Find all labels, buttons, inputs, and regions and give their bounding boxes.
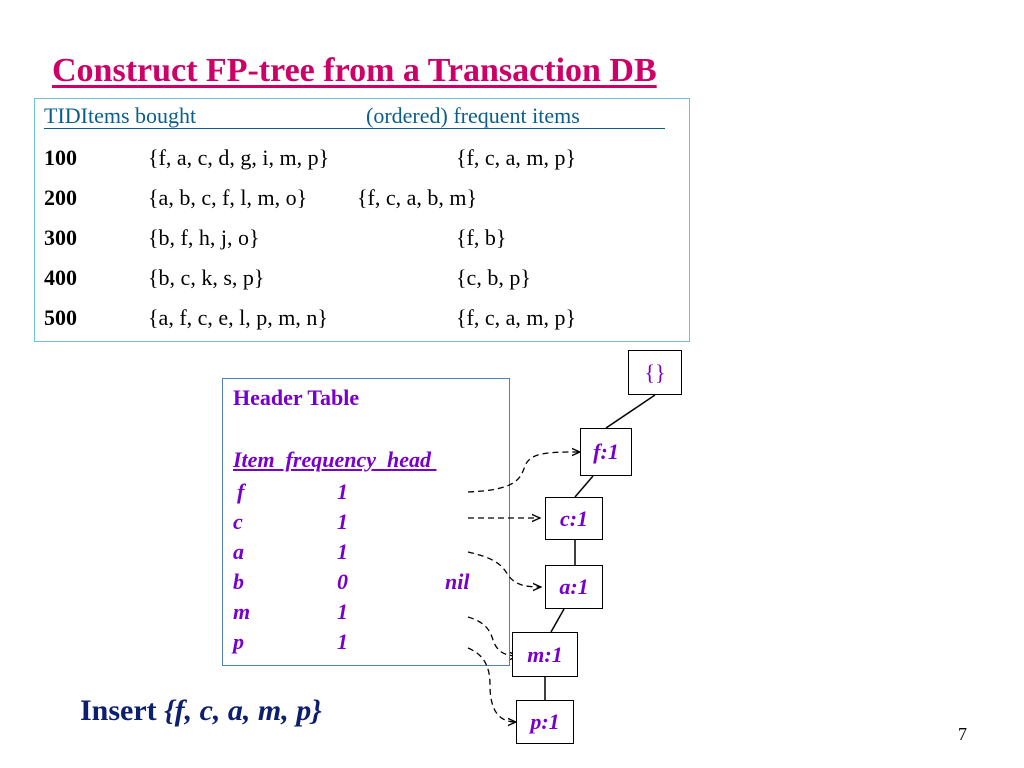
header-table: Header Table Item frequency head f 1 c 1… <box>222 378 510 666</box>
item-cell: m <box>233 599 251 624</box>
items-cell: {f, a, c, d, g, i, m, p} <box>148 145 330 170</box>
items-cell: {b, f, h, j, o} <box>148 225 260 250</box>
transaction-row: 500 {a, f, c, e, l, p, m, n} {f, c, a, m… <box>44 305 684 335</box>
edge-a-m <box>550 608 565 633</box>
insert-caption: Insert {f, c, a, m, p} <box>80 694 322 728</box>
frequent-items-cell: {f, c, a, m, p} <box>456 145 577 170</box>
frequent-items-column-header: (ordered) frequent items <box>366 103 580 128</box>
header-table-columns: Item frequency head <box>233 447 437 472</box>
header-table-row: f 1 <box>233 479 503 509</box>
items-cell: {b, c, k, s, p} <box>148 265 265 290</box>
frequent-items-cell: {f, b} <box>456 225 507 250</box>
transaction-table: TIDItems bought (ordered) frequent items… <box>34 98 690 342</box>
head-link-a <box>467 551 541 587</box>
item-cell: c <box>233 509 243 534</box>
header-underline <box>44 128 665 129</box>
transaction-row: 100 {f, a, c, d, g, i, m, p} {f, c, a, m… <box>44 145 684 175</box>
frequency-cell: 1 <box>337 479 348 504</box>
head-link-p <box>467 647 516 722</box>
insert-label: Insert <box>80 694 157 727</box>
tid-cell: 100 <box>44 145 77 170</box>
frequency-cell: 1 <box>337 599 348 624</box>
head-link-m <box>467 616 518 656</box>
header-table-row: b 0 nil <box>233 569 503 599</box>
edge-root-f <box>605 394 656 429</box>
transaction-row: 200 {a, b, c, f, l, m, o} {f, c, a, b, m… <box>44 185 684 215</box>
head-link-f <box>467 452 580 493</box>
tree-node-a: a:1 <box>545 565 603 609</box>
frequency-cell: 1 <box>337 509 348 534</box>
items-cell: {a, f, c, e, l, p, m, n} <box>148 305 328 330</box>
item-cell: a <box>233 539 244 564</box>
header-table-row: m 1 <box>233 599 503 629</box>
page-number: 7 <box>958 724 967 744</box>
item-cell: b <box>233 569 244 594</box>
tree-node-c: c:1 <box>545 497 603 540</box>
tree-root-node: {} <box>628 350 682 395</box>
tid-cell: 400 <box>44 265 77 290</box>
frequent-items-cell: {c, b, p} <box>456 265 531 290</box>
item-cell: p <box>233 629 244 654</box>
tree-node-m: m:1 <box>512 632 578 677</box>
frequent-items-cell: {f, c, a, m, p} <box>456 305 577 330</box>
edge-f-c <box>574 475 594 498</box>
header-table-row: c 1 <box>233 509 503 539</box>
frequent-items-cell: {f, c, a, b, m} <box>357 185 478 210</box>
header-table-row: p 1 <box>233 629 503 659</box>
items-cell: {a, b, c, f, l, m, o} <box>148 185 308 210</box>
slide-title: Construct FP-tree from a Transaction DB <box>52 52 657 89</box>
frequency-cell: 0 <box>337 569 348 594</box>
header-table-row: a 1 <box>233 539 503 569</box>
header-table-title: Header Table <box>233 385 360 410</box>
tree-node-f: f:1 <box>580 428 632 476</box>
item-cell: f <box>237 479 245 504</box>
frequency-cell: 1 <box>337 539 348 564</box>
tid-cell: 300 <box>44 225 77 250</box>
head-cell: nil <box>445 569 470 594</box>
tid-items-column-header: TIDItems bought <box>44 103 197 128</box>
tid-cell: 200 <box>44 185 77 210</box>
frequency-cell: 1 <box>337 629 348 654</box>
tid-cell: 500 <box>44 305 77 330</box>
tree-node-p: p:1 <box>516 700 574 744</box>
transaction-row: 400 {b, c, k, s, p} {c, b, p} <box>44 265 684 295</box>
insert-items: {f, c, a, m, p} <box>164 694 322 727</box>
transaction-row: 300 {b, f, h, j, o} {f, b} <box>44 225 684 255</box>
